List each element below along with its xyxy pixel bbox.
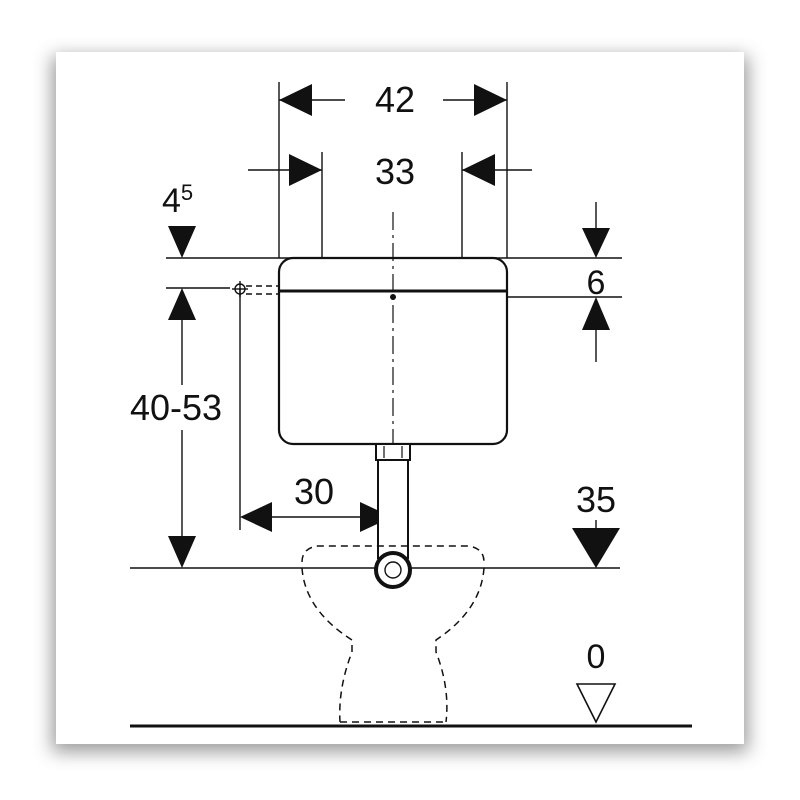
floor-level-marker-icon	[575, 683, 617, 724]
arrow-33-left	[289, 154, 322, 186]
dim-label-floor-level: 0	[587, 638, 606, 676]
pipe-shaft	[377, 459, 409, 559]
dim-label-total-width: 42	[375, 79, 415, 120]
arrow-30-right	[360, 502, 392, 532]
dim-label-bowl-height: 35	[576, 479, 616, 520]
dim-label-inner-width: 33	[375, 151, 415, 192]
flush-pipe	[374, 443, 412, 589]
dim-label-lid-height: 6	[587, 264, 606, 302]
arrow-6-bottom	[582, 297, 610, 330]
arrow-35	[572, 528, 620, 568]
arrow-42-left	[279, 84, 312, 116]
dim-label-mount-height: 40-53	[130, 387, 222, 428]
dim-label-pipe-offset: 30	[294, 471, 334, 512]
arrow-30-left	[240, 502, 272, 532]
arrow-45	[168, 226, 196, 258]
arrow-33-right	[462, 154, 495, 186]
center-point	[390, 294, 396, 300]
arrow-4053-top	[168, 288, 196, 320]
arrow-42-right	[474, 84, 507, 116]
mounting-bracket	[232, 281, 279, 297]
dim-label-top-gap: 45	[162, 180, 193, 220]
arrow-6-top	[582, 228, 610, 258]
toilet-bowl-outline	[301, 545, 485, 723]
pipe-collar	[375, 443, 411, 461]
arrowheads	[168, 84, 620, 568]
arrow-4053-bottom	[168, 536, 196, 568]
